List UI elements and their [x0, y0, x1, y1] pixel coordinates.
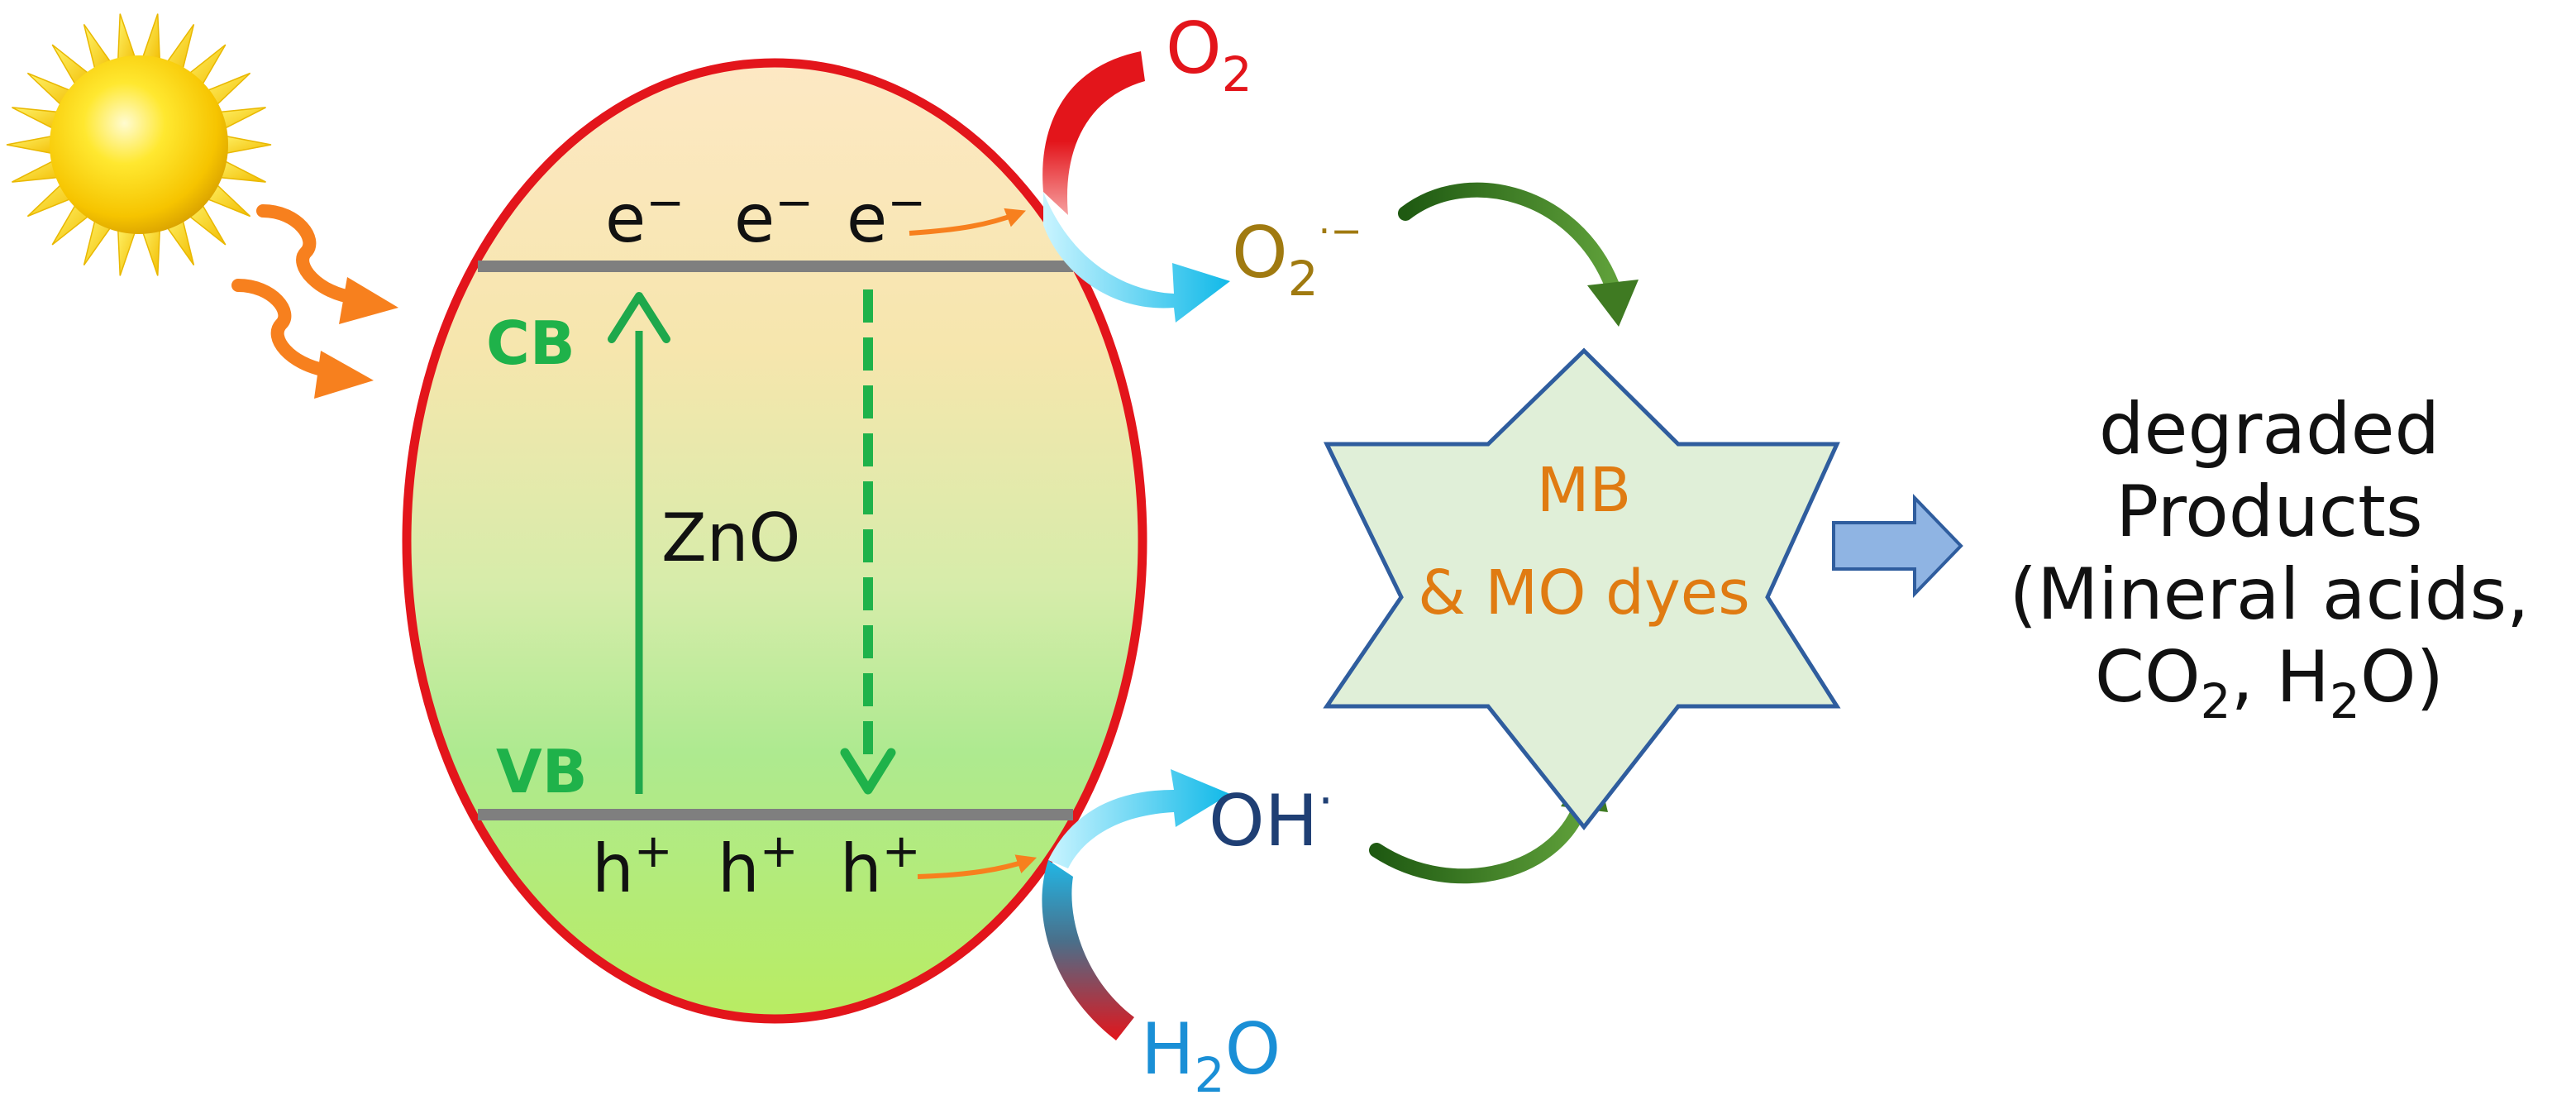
hole-1: h+ [592, 825, 673, 907]
degradation-arrow [1832, 494, 1963, 598]
oxygen-label: O2 [1166, 7, 1252, 103]
holes: h+ h+ h+ [592, 825, 921, 907]
light-arrows [231, 204, 398, 399]
electrons: e− e− e− [605, 176, 926, 257]
cb-label: CB [486, 308, 575, 378]
superoxide-label: O2·− [1232, 208, 1362, 307]
zno-particle [402, 58, 1147, 1024]
hole-transfer-arrow [917, 854, 1038, 879]
vb-label: VB [496, 737, 588, 806]
water-oxidation-arrow [1042, 769, 1230, 1040]
products-line-4: CO2, H2O) [2095, 636, 2444, 729]
light-arrow-2 [231, 279, 333, 377]
water-label: H2O [1141, 1008, 1281, 1103]
sun-icon [6, 13, 272, 276]
light-arrow-1 [256, 204, 362, 304]
products-line-2: Products [2116, 471, 2422, 553]
electron-3: e− [847, 176, 926, 257]
dye-line-2: & MO dyes [1418, 557, 1750, 629]
superoxide-to-dye-arrow [1398, 182, 1639, 327]
electron-transfer-arrow [909, 208, 1026, 236]
electron-1: e− [605, 176, 685, 257]
excitation-arrow [608, 292, 670, 794]
recombination-arrow [840, 289, 896, 795]
products-line-3: (Mineral acids, [2010, 553, 2530, 636]
electron-2: e− [734, 176, 813, 257]
zno-label: ZnO [661, 500, 800, 576]
products-line-1: degraded [2099, 388, 2440, 471]
dye-star [1323, 347, 1841, 831]
products-label: degraded Products (Mineral acids, CO2, H… [2010, 388, 2530, 729]
hole-3: h+ [840, 825, 921, 907]
hole-2: h+ [718, 825, 799, 907]
hydroxyl-label: OH· [1209, 772, 1333, 863]
oxygen-reduction-arrow [1042, 51, 1230, 323]
dye-line-1: MB [1537, 455, 1632, 526]
